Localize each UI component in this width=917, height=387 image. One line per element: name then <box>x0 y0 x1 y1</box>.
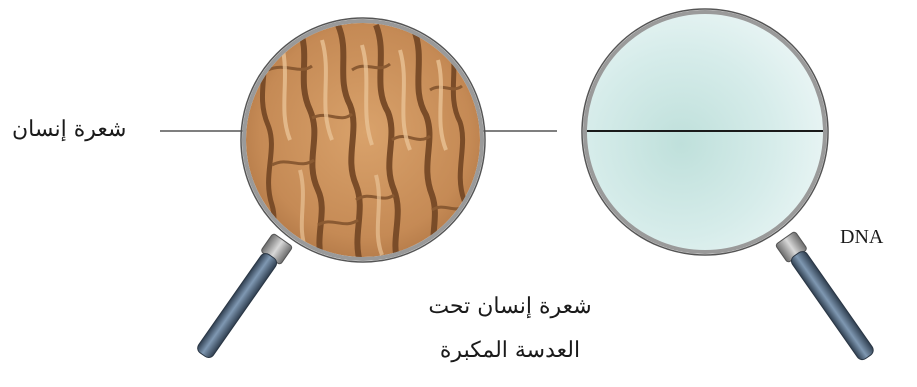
dna-label: DNA <box>840 226 883 249</box>
caption-line-1: شعرة إنسان تحت <box>380 285 640 329</box>
caption: شعرة إنسان تحت العدسة المكبرة <box>380 285 640 373</box>
caption-line-2: العدسة المكبرة <box>380 329 640 373</box>
hair-label: شعرة إنسان <box>12 117 126 142</box>
